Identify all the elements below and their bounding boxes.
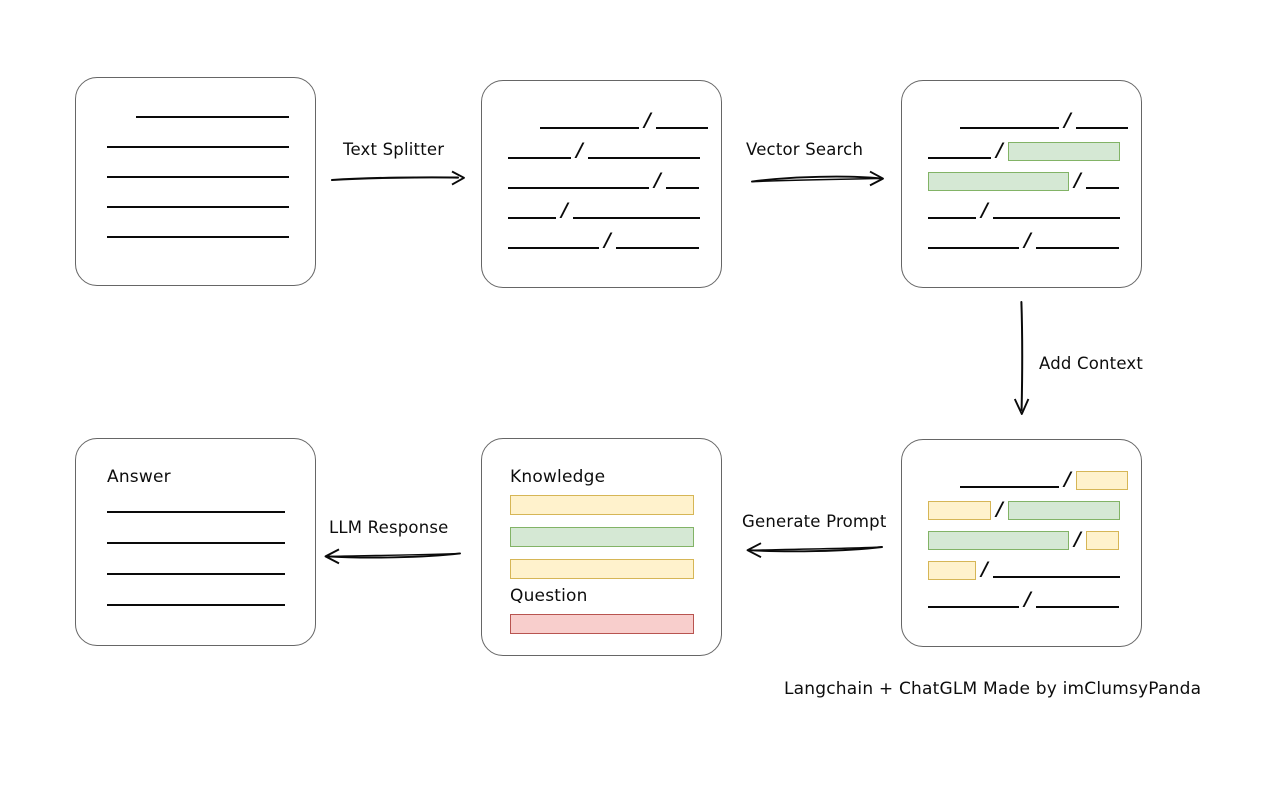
highlight-chip-green[interactable]	[928, 171, 1069, 191]
chunk-row: /	[960, 467, 1128, 490]
edge-label-vector-search: Vector Search	[746, 140, 864, 159]
text-line	[992, 576, 1120, 578]
text-line	[107, 542, 285, 544]
text-line	[508, 157, 571, 159]
text-line	[107, 206, 289, 208]
separator-slash: /	[1024, 228, 1031, 251]
text-line	[572, 217, 700, 219]
separator-slash: /	[1064, 467, 1071, 490]
text-line	[615, 247, 699, 249]
text-line	[107, 236, 289, 238]
chunk-row: /	[540, 108, 708, 131]
chunk-row: /	[928, 168, 1119, 191]
edge-add-context: Add Context	[1010, 300, 1160, 420]
text-line	[508, 247, 599, 249]
prompt-bar-yellow[interactable]	[510, 495, 694, 515]
prompt-bar-red[interactable]	[510, 614, 694, 634]
text-line	[107, 146, 289, 148]
text-line	[928, 247, 1019, 249]
text-line	[587, 157, 700, 159]
separator-slash: /	[1074, 168, 1081, 191]
highlight-chip-yellow[interactable]	[1075, 470, 1128, 490]
text-line	[665, 187, 699, 189]
separator-slash: /	[996, 497, 1003, 520]
chunk-row: /	[960, 108, 1128, 131]
knowledge-label: Knowledge	[510, 467, 606, 487]
text-line	[1075, 127, 1128, 129]
arrow-left-icon	[746, 542, 883, 559]
text-line	[928, 606, 1019, 608]
text-line	[107, 176, 289, 178]
text-line	[1035, 247, 1119, 249]
edge-label-llm-response: LLM Response	[329, 518, 449, 537]
separator-slash: /	[1074, 527, 1081, 550]
highlight-chip-yellow[interactable]	[928, 560, 976, 580]
text-line	[107, 573, 285, 575]
text-line	[107, 511, 285, 513]
highlight-chip-green[interactable]	[1007, 500, 1120, 520]
text-line	[928, 217, 976, 219]
chunk-row: /	[508, 168, 699, 191]
separator-slash: /	[1024, 587, 1031, 610]
node-answer[interactable]: Answer	[75, 438, 316, 646]
separator-slash: /	[654, 168, 661, 191]
chunk-row: /	[928, 228, 1119, 251]
separator-slash: /	[1064, 108, 1071, 131]
text-line	[992, 217, 1120, 219]
arrow-left-icon	[324, 548, 461, 565]
edge-generate-prompt: Generate Prompt	[740, 512, 890, 562]
edge-llm-response: LLM Response	[320, 518, 470, 568]
edge-label-add-context: Add Context	[1039, 354, 1144, 373]
separator-slash: /	[561, 198, 568, 221]
chunk-row: /	[928, 138, 1120, 161]
text-line	[960, 486, 1059, 488]
text-line	[540, 127, 639, 129]
arrow-down-icon	[1013, 301, 1030, 415]
edge-label-text-splitter: Text Splitter	[343, 140, 445, 159]
chunk-row: /	[928, 527, 1119, 550]
text-line	[508, 217, 556, 219]
chunk-row: /	[508, 228, 699, 251]
text-line	[1085, 187, 1119, 189]
question-label: Question	[510, 586, 588, 606]
chunk-row: /	[508, 198, 700, 221]
separator-slash: /	[996, 138, 1003, 161]
text-line	[960, 127, 1059, 129]
node-source-document[interactable]	[75, 77, 316, 286]
separator-slash: /	[604, 228, 611, 251]
separator-slash: /	[644, 108, 651, 131]
separator-slash: /	[981, 198, 988, 221]
prompt-bar-green[interactable]	[510, 527, 694, 547]
node-matched-chunks[interactable]: / / / / /	[901, 80, 1142, 288]
highlight-chip-yellow[interactable]	[1085, 530, 1119, 550]
chunk-row: /	[928, 587, 1119, 610]
highlight-chip-yellow[interactable]	[928, 500, 991, 520]
text-line	[107, 604, 285, 606]
highlight-chip-green[interactable]	[1007, 141, 1120, 161]
chunk-row: /	[928, 557, 1120, 580]
chunk-row: /	[928, 198, 1120, 221]
text-line	[508, 187, 649, 189]
footer-credit: Langchain + ChatGLM Made by imClumsyPand…	[784, 679, 1202, 699]
chunk-row: /	[928, 497, 1120, 520]
text-line	[1035, 606, 1119, 608]
text-line	[655, 127, 708, 129]
text-line	[928, 157, 991, 159]
edge-label-generate-prompt: Generate Prompt	[742, 512, 887, 531]
arrow-right-icon	[330, 170, 465, 186]
chunk-row: /	[508, 138, 700, 161]
text-line	[136, 116, 289, 118]
separator-slash: /	[576, 138, 583, 161]
node-prompt[interactable]: Knowledge Question	[481, 438, 722, 656]
answer-label: Answer	[107, 467, 171, 487]
prompt-bar-yellow[interactable]	[510, 559, 694, 579]
edge-vector-search: Vector Search	[746, 140, 890, 190]
separator-slash: /	[981, 557, 988, 580]
node-context-chunks[interactable]: / / / / /	[901, 439, 1142, 647]
arrow-right-icon	[751, 170, 884, 187]
highlight-chip-green[interactable]	[928, 530, 1069, 550]
edge-text-splitter: Text Splitter	[330, 140, 470, 190]
node-split-chunks[interactable]: / / / / /	[481, 80, 722, 288]
